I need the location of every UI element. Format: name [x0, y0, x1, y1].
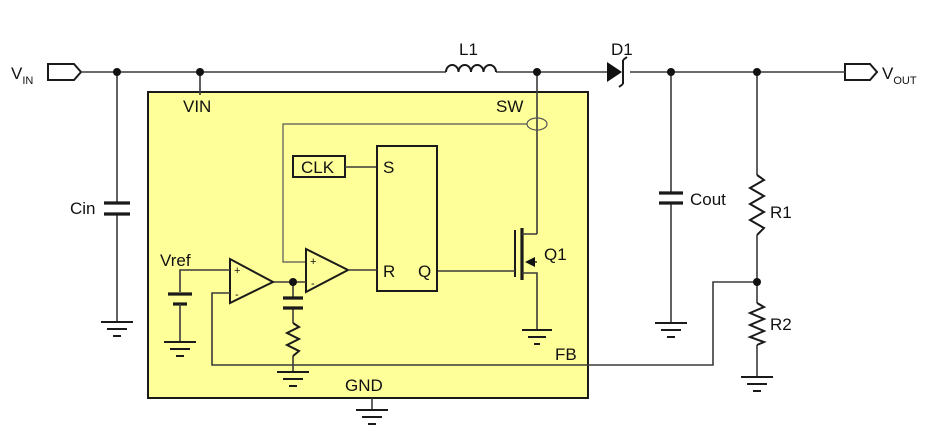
comp-capacitor: [283, 296, 303, 310]
sr-latch: [376, 145, 438, 292]
l1-label: L1: [459, 40, 478, 59]
resistor-r1: [747, 174, 767, 236]
clk-label: CLK: [301, 158, 335, 177]
r2-label: R2: [770, 315, 792, 334]
comparator-minus-label: -: [311, 278, 315, 290]
pwm-comparator: [305, 247, 351, 294]
latch-r-label: R: [383, 262, 395, 281]
erramp-minus-label: -: [235, 289, 239, 301]
pin-gnd-label: GND: [345, 376, 383, 395]
capacitor-cin: [104, 201, 130, 216]
ground-symbol-gnd: [356, 409, 388, 425]
d1-label: D1: [611, 40, 633, 59]
ground-symbol-r2: [741, 376, 773, 392]
vout-terminal: [844, 63, 879, 81]
latch-q-label: Q: [418, 262, 431, 281]
pin-vin-label: VIN: [183, 97, 211, 116]
erramp-plus-label: +: [234, 265, 240, 277]
ground-symbol-cout: [655, 322, 687, 338]
latch-s-label: S: [383, 158, 394, 177]
resistor-r2: [747, 302, 767, 346]
pin-sw-label: SW: [496, 97, 523, 116]
r1-label: R1: [770, 203, 792, 222]
q1-label: Q1: [544, 245, 567, 264]
ground-symbol-vref: [164, 341, 196, 357]
diode-d1: [607, 56, 628, 88]
error-amplifier: [229, 257, 276, 305]
cout-label: Cout: [690, 190, 726, 209]
vin-terminal: [47, 63, 83, 81]
cin-label: Cin: [70, 199, 96, 218]
vout-label: VOUT: [882, 64, 917, 87]
ground-symbol-cin: [101, 321, 133, 337]
vref-wire: [179, 269, 230, 292]
ground-symbol-comp: [277, 371, 309, 387]
vref-label: Vref: [160, 251, 191, 270]
ground-symbol-q1: [522, 329, 552, 345]
current-sense-wire: [282, 123, 527, 263]
vin-label: VIN: [11, 64, 33, 87]
inductor-l1: [445, 64, 497, 73]
pin-fb-label: FB: [555, 345, 577, 364]
erramp-minus-wire: [211, 281, 757, 366]
junction-dots: [113, 68, 761, 286]
vref-battery: [168, 292, 192, 342]
mosfet-q1: [436, 228, 538, 330]
comparator-plus-label: +: [310, 256, 316, 268]
capacitor-cout: [659, 191, 683, 205]
comp-resistor: [284, 322, 302, 357]
